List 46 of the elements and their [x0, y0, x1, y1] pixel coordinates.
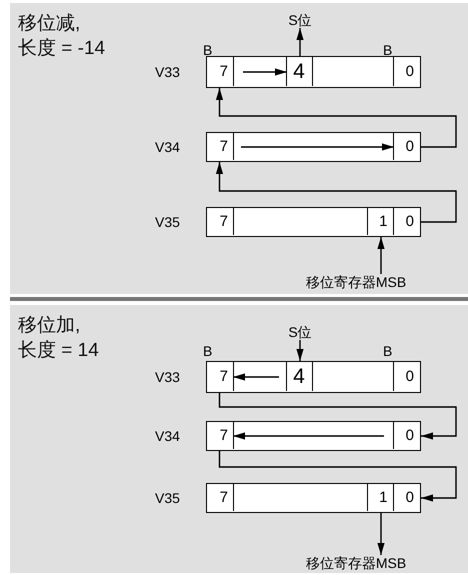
bit-cell: 0 — [394, 133, 419, 160]
bit-label: 移位寄存器MSB — [292, 555, 420, 572]
bit-cell: 7 — [207, 133, 234, 160]
arrow — [377, 513, 385, 555]
panel-title: 移位加, 长度 = 14 — [18, 314, 100, 363]
shift-arrow — [233, 373, 279, 381]
bit-label: 移位寄存器MSB — [292, 274, 420, 291]
bit-label: B — [203, 42, 212, 58]
panel-title: 移位减, 长度 = -14 — [18, 12, 106, 61]
arrow — [377, 237, 385, 274]
bit-cell: 0 — [394, 208, 419, 235]
bit-label: S位 — [283, 324, 317, 340]
register-name: V35 — [155, 214, 180, 230]
bit-label: B — [203, 343, 212, 359]
arrow — [218, 451, 457, 502]
bit-cell: 1 — [368, 208, 394, 235]
shift-arrow — [233, 432, 384, 440]
arrow — [216, 162, 457, 223]
register-name: V34 — [155, 138, 180, 154]
bit-cell: 0 — [394, 362, 419, 391]
register-name: V33 — [155, 368, 180, 384]
panel — [10, 305, 468, 573]
bit-label: B — [383, 42, 392, 58]
bit-cell: 7 — [207, 362, 234, 391]
bit-label: S位 — [283, 12, 317, 28]
panel — [10, 3, 468, 294]
register-name: V33 — [155, 64, 180, 80]
bit-cell: 0 — [394, 422, 419, 449]
bit-cell: 4 — [286, 362, 312, 391]
bit-cell: 1 — [368, 484, 394, 511]
arrow — [296, 28, 304, 56]
bit-cell: 7 — [207, 208, 234, 235]
bit-label: B — [383, 343, 392, 359]
register-name: V35 — [155, 490, 180, 506]
bit-cell: 0 — [394, 57, 419, 86]
shift-arrow — [241, 143, 394, 151]
arrow — [216, 88, 457, 148]
bit-cell: 7 — [207, 57, 234, 86]
bit-cell: 7 — [207, 484, 234, 511]
bit-cell: 4 — [286, 57, 312, 86]
register-name: V34 — [155, 428, 180, 444]
shift-arrow — [243, 68, 287, 76]
arrow — [218, 393, 457, 440]
arrow — [296, 340, 304, 361]
bit-cell: 0 — [394, 484, 419, 511]
bit-cell: 7 — [207, 422, 234, 449]
